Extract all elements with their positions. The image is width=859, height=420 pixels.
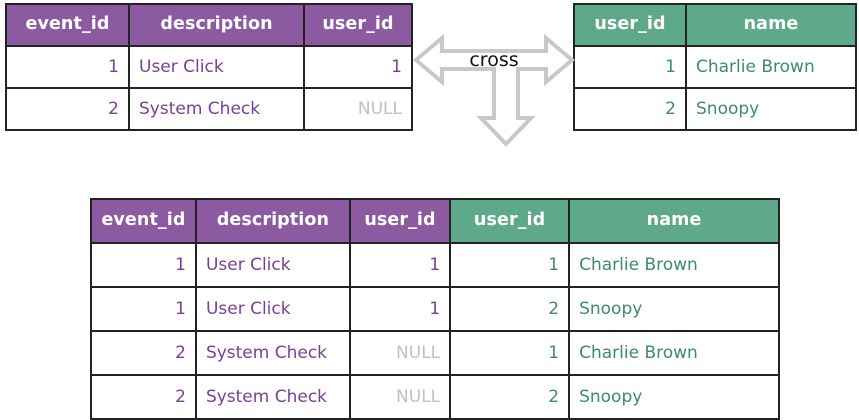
table-row: 1 User Click 1 2 Snoopy [90, 286, 780, 332]
events-table-header-row: event_id description user_id [5, 3, 413, 47]
users-cell-name: Charlie Brown [685, 45, 857, 89]
result-col-event-id: event_id [90, 198, 197, 244]
table-row: 1 User Click 1 [5, 45, 413, 89]
users-col-name: name [685, 3, 857, 47]
events-cell-user-id: 1 [303, 45, 413, 89]
table-row: 2 System Check NULL 1 Charlie Brown [90, 330, 780, 376]
result-col-left-user-id: user_id [348, 198, 452, 244]
result-cell-right-user-id: 2 [449, 374, 571, 420]
result-cell-name: Charlie Brown [568, 330, 780, 376]
users-cell-name: Snoopy [685, 87, 857, 131]
table-row: 1 User Click 1 1 Charlie Brown [90, 242, 780, 288]
table-row: 2 Snoopy [573, 87, 857, 131]
events-col-event-id: event_id [5, 3, 130, 47]
result-cell-event-id: 1 [90, 242, 197, 288]
result-cell-description: System Check [194, 374, 351, 420]
three-way-arrow-icon [412, 32, 576, 172]
result-col-right-user-id: user_id [449, 198, 571, 244]
result-cell-description: User Click [194, 242, 351, 288]
users-cell-user-id: 2 [573, 87, 687, 131]
result-cell-name: Snoopy [568, 374, 780, 420]
result-cell-left-user-id: 1 [348, 242, 452, 288]
events-cell-event-id: 2 [5, 87, 130, 131]
result-cell-name: Snoopy [568, 286, 780, 332]
users-cell-user-id: 1 [573, 45, 687, 89]
events-table: event_id description user_id 1 User Clic… [5, 3, 413, 131]
result-cell-event-id: 1 [90, 286, 197, 332]
result-cell-right-user-id: 1 [449, 330, 571, 376]
result-cell-description: System Check [194, 330, 351, 376]
users-table-header-row: user_id name [573, 3, 857, 47]
result-cell-right-user-id: 2 [449, 286, 571, 332]
events-cell-description: User Click [128, 45, 305, 89]
users-table: user_id name 1 Charlie Brown 2 Snoopy [573, 3, 857, 131]
result-cell-event-id: 2 [90, 374, 197, 420]
result-table-header-row: event_id description user_id user_id nam… [90, 198, 780, 244]
result-table: event_id description user_id user_id nam… [90, 198, 780, 420]
result-cell-left-user-id-null: NULL [348, 330, 452, 376]
result-cell-description: User Click [194, 286, 351, 332]
result-cell-left-user-id-null: NULL [348, 374, 452, 420]
result-cell-left-user-id: 1 [348, 286, 452, 332]
table-row: 2 System Check NULL [5, 87, 413, 131]
table-row: 1 Charlie Brown [573, 45, 857, 89]
result-col-name: name [568, 198, 780, 244]
table-row: 2 System Check NULL 2 Snoopy [90, 374, 780, 420]
result-cell-event-id: 2 [90, 330, 197, 376]
events-cell-event-id: 1 [5, 45, 130, 89]
events-cell-description: System Check [128, 87, 305, 131]
events-col-description: description [128, 3, 305, 47]
users-col-user-id: user_id [573, 3, 687, 47]
result-col-description: description [194, 198, 351, 244]
events-cell-user-id-null: NULL [303, 87, 413, 131]
result-cell-right-user-id: 1 [449, 242, 571, 288]
events-col-user-id: user_id [303, 3, 413, 47]
result-cell-name: Charlie Brown [568, 242, 780, 288]
